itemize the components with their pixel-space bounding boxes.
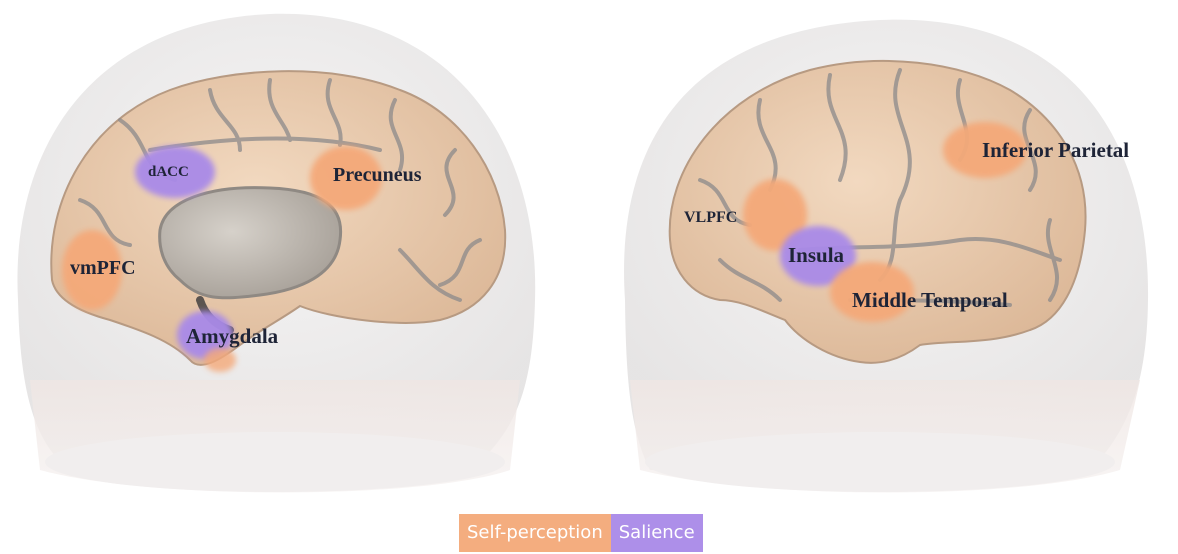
legend: Self-perception Salience: [459, 514, 703, 552]
inferior-parietal-label: Inferior Parietal: [982, 138, 1129, 162]
middle-temporal-label: Middle Temporal: [852, 288, 1008, 312]
vmpfc-label: vmPFC: [70, 257, 136, 279]
vlpfc-label: VLPFC: [684, 209, 737, 226]
legend-salience: Salience: [611, 514, 703, 552]
amygdala-label: Amygdala: [186, 324, 279, 348]
dacc-label: dACC: [148, 164, 189, 180]
precuneus-label: Precuneus: [333, 164, 422, 186]
legend-self-perception: Self-perception: [459, 514, 611, 552]
insula-label: Insula: [788, 243, 845, 267]
